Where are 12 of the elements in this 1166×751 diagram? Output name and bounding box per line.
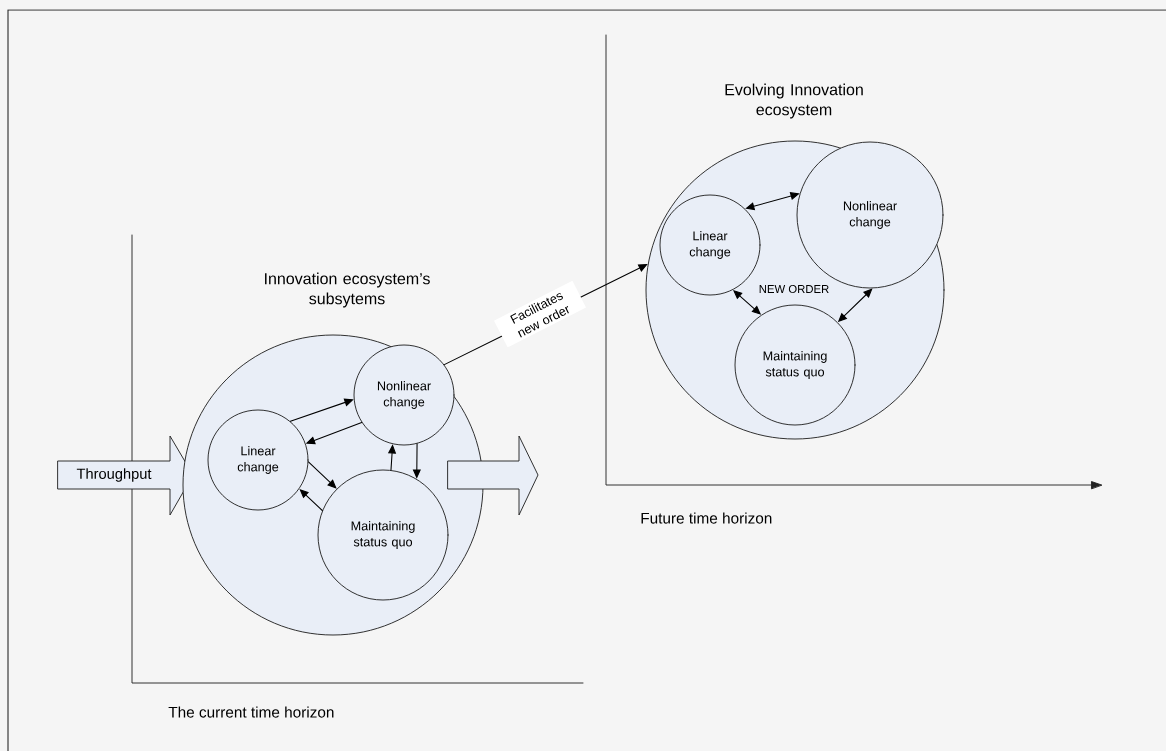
circle-node: Maintaining status quo — [734, 304, 856, 426]
circle-node: Linear change — [207, 409, 309, 511]
heading: Evolving Innovation ecosystem — [725, 83, 863, 119]
circle-node: Nonlinear change — [353, 344, 455, 446]
arrow — [412, 443, 421, 479]
arrow — [307, 461, 337, 489]
heading: Innovation ecosystem’s subsytems — [265, 272, 430, 308]
arrow — [299, 489, 323, 512]
block-arrow — [447, 435, 539, 516]
axis-label: The current time horizon — [168, 706, 334, 718]
axis-label: Future time horizon — [641, 512, 772, 524]
circle-node: Maintaining status quo — [317, 469, 449, 601]
